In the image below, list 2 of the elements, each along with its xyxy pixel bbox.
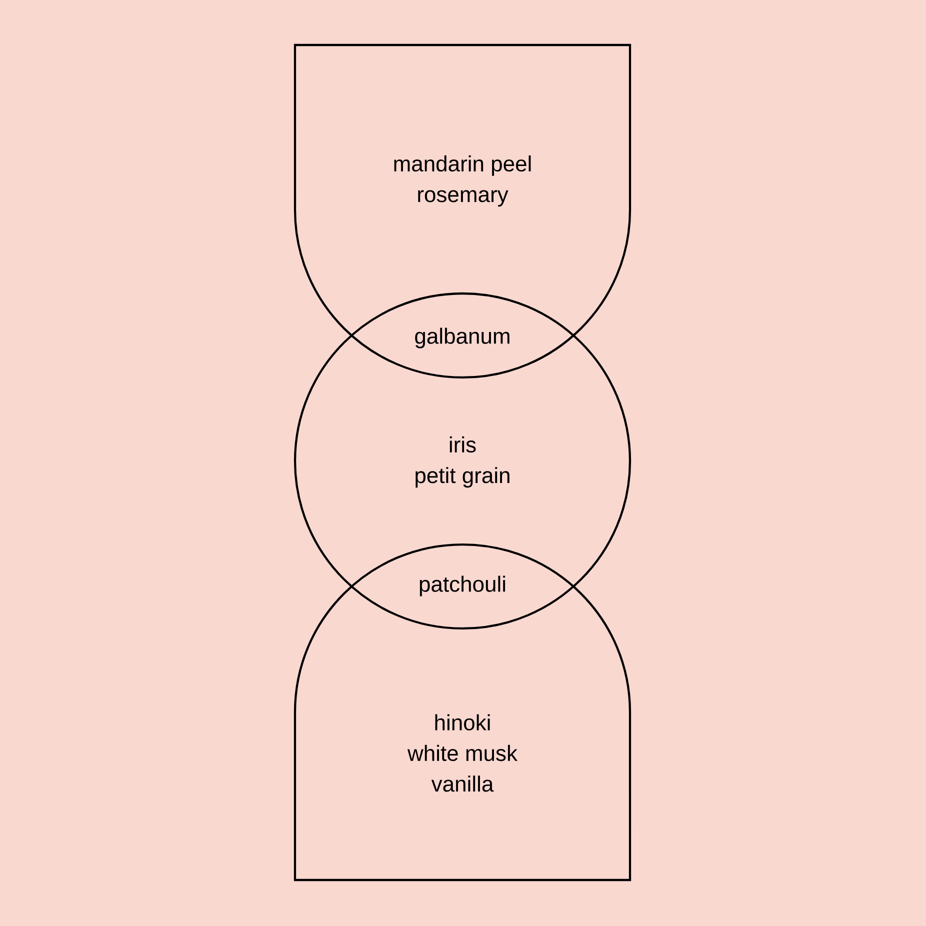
overlap-label: galbanum: [415, 328, 510, 348]
overlap-label: patchouli: [420, 576, 506, 596]
